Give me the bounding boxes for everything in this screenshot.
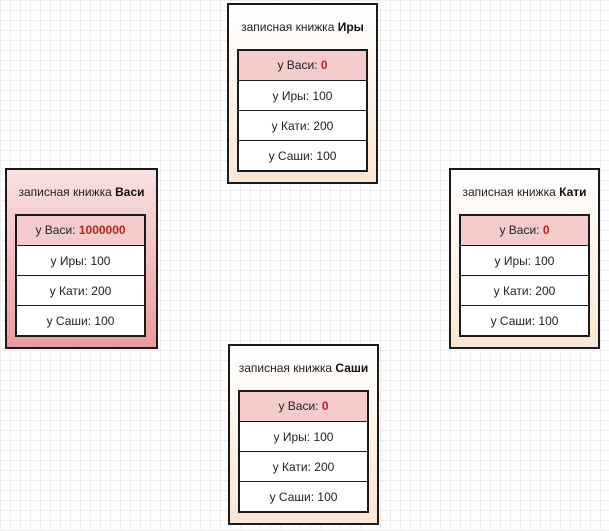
entry-label: у Иры: [273,430,311,444]
entry-value: 100 [316,149,337,163]
notebook-title: записная книжка Иры [229,20,376,34]
entry-label: у Кати: [272,460,311,474]
entry-sasha: у Саши: 100 [461,305,588,335]
entry-label: у Саши: [46,314,92,328]
notebook-entries: у Васи: 0 у Иры: 100 у Кати: 200 у Саши:… [459,214,590,337]
entry-value: 100 [312,89,333,103]
entry-ira: у Иры: 100 [240,421,367,451]
entry-ira: у Иры: 100 [17,245,144,275]
notebook-entries: у Васи: 0 у Иры: 100 у Кати: 200 у Саши:… [237,49,368,172]
notebook-sasha: записная книжка Саши у Васи: 0 у Иры: 10… [228,344,379,525]
entry-label: у Саши: [490,314,536,328]
entry-vasya: у Васи: 0 [239,51,366,80]
entry-value: 200 [313,119,334,133]
entry-sasha: у Саши: 100 [239,140,366,170]
entry-katya: у Кати: 200 [240,451,367,481]
entry-vasya: у Васи: 1000000 [17,216,144,245]
notebook-title: записная книжка Саши [230,361,377,375]
notebook-ira: записная книжка Иры у Васи: 0 у Иры: 100… [227,3,378,184]
entry-value: 0 [321,399,329,413]
entry-value: 0 [542,223,550,237]
notebook-title: записная книжка Кати [451,185,598,199]
entry-vasya: у Васи: 0 [240,392,367,421]
entry-label: у Саши: [269,490,315,504]
entry-label: у Кати: [271,119,310,133]
entry-value: 200 [535,284,556,298]
entry-value: 100 [94,314,115,328]
entry-katya: у Кати: 200 [239,110,366,140]
entry-label: у Васи: [277,58,318,72]
entry-label: у Васи: [499,223,540,237]
entry-value: 100 [534,254,555,268]
entry-sasha: у Саши: 100 [240,481,367,511]
entry-value: 200 [91,284,112,298]
entry-value: 100 [313,430,334,444]
notebook-owner-name: Васи [115,185,145,199]
entry-value: 100 [538,314,559,328]
entry-ira: у Иры: 100 [239,80,366,110]
entry-value: 0 [320,58,328,72]
notebook-katya: записная книжка Кати у Васи: 0 у Иры: 10… [449,168,600,349]
entry-label: у Иры: [272,89,310,103]
entry-value: 1000000 [78,223,126,237]
notebook-owner-name: Иры [337,20,364,34]
notebook-title-prefix: записная книжка [462,185,556,199]
entry-label: у Саши: [268,149,314,163]
entry-label: у Васи: [35,223,76,237]
notebook-vasya: записная книжка Васи у Васи: 1000000 у И… [5,168,158,349]
entry-ira: у Иры: 100 [461,245,588,275]
entry-label: у Васи: [278,399,319,413]
entry-value: 200 [314,460,335,474]
entry-label: у Иры: [50,254,88,268]
entry-label: у Кати: [49,284,88,298]
notebook-entries: у Васи: 1000000 у Иры: 100 у Кати: 200 у… [15,214,146,337]
entry-sasha: у Саши: 100 [17,305,144,335]
entry-label: у Кати: [493,284,532,298]
notebook-title-prefix: записная книжка [18,185,112,199]
notebook-title: записная книжка Васи [7,185,156,199]
entry-value: 100 [90,254,111,268]
entry-katya: у Кати: 200 [17,275,144,305]
entry-katya: у Кати: 200 [461,275,588,305]
entry-label: у Иры: [494,254,532,268]
entry-value: 100 [317,490,338,504]
notebook-title-prefix: записная книжка [238,361,333,375]
entry-vasya: у Васи: 0 [461,216,588,245]
notebook-entries: у Васи: 0 у Иры: 100 у Кати: 200 у Саши:… [238,390,369,513]
notebook-title-prefix: записная книжка [241,20,335,34]
notebook-owner-name: Кати [559,185,587,199]
notebook-owner-name: Саши [335,361,369,375]
